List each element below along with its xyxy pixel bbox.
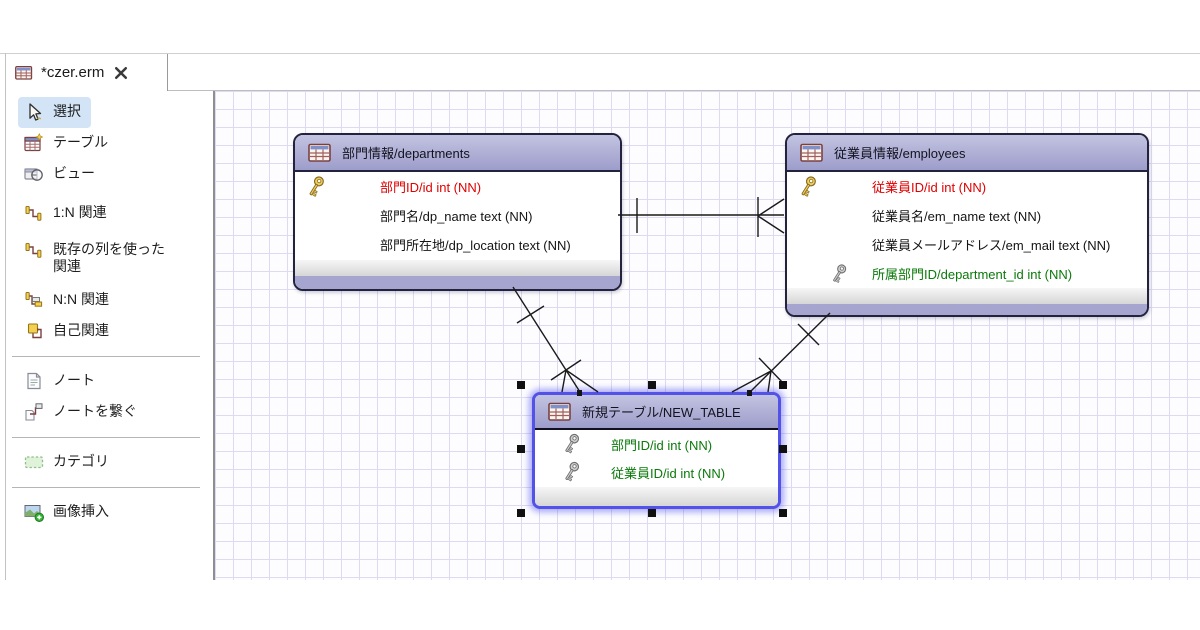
note-connect-icon xyxy=(24,402,44,422)
palette-label: 既存の列を使った関連 xyxy=(53,241,165,274)
entity-footer xyxy=(787,304,1147,315)
entity-graybar xyxy=(295,260,620,276)
column-text: 部門所在地/dp_location text (NN) xyxy=(380,238,571,253)
entity-departments[interactable]: 部門情報/departments 部門ID/id int (NN) 部門名/dp… xyxy=(293,133,622,291)
column-row[interactable]: 所属部門ID/department_id int (NN) xyxy=(787,259,1147,288)
entity-title: 新規テーブル/NEW_TABLE xyxy=(582,405,741,420)
palette-item-image-insert[interactable]: 画像挿入 xyxy=(18,497,119,528)
entity-columns: 部門ID/id int (NN) 部門名/dp_name text (NN) 部… xyxy=(295,172,620,260)
entity-footer xyxy=(295,276,620,289)
column-text: 部門名/dp_name text (NN) xyxy=(380,209,533,224)
column-row[interactable]: 部門ID/id int (NN) xyxy=(535,430,778,458)
palette-label: 画像挿入 xyxy=(53,503,109,519)
palette-label: ノート xyxy=(53,372,95,388)
palette-item-table[interactable]: テーブル xyxy=(18,128,118,159)
editor-tab[interactable]: *czer.erm xyxy=(6,54,168,91)
self-relation-icon xyxy=(24,321,44,341)
tab-title: *czer.erm xyxy=(41,64,105,81)
table-icon xyxy=(308,143,332,163)
selection-handle-nw[interactable] xyxy=(517,381,525,389)
column-row[interactable]: 従業員ID/id int (NN) xyxy=(787,172,1147,201)
palette-label: テーブル xyxy=(53,134,109,150)
window-top-border xyxy=(0,53,1200,54)
entity-title: 従業員情報/employees xyxy=(834,146,966,161)
palette-divider xyxy=(12,487,200,488)
entity-title: 部門情報/departments xyxy=(342,146,470,161)
palette-label: ノートを繋ぐ xyxy=(53,403,137,419)
palette-item-note[interactable]: ノート xyxy=(18,366,105,397)
foreign-key-icon xyxy=(561,432,582,457)
selection-handle-s[interactable] xyxy=(648,509,656,517)
column-row[interactable]: 部門ID/id int (NN) xyxy=(295,172,620,201)
column-text: 従業員メールアドレス/em_mail text (NN) xyxy=(872,238,1111,253)
column-row[interactable]: 部門名/dp_name text (NN) xyxy=(295,201,620,230)
column-text: 部門ID/id int (NN) xyxy=(611,437,713,453)
entity-columns: 部門ID/id int (NN) 従業員ID/id int (NN) xyxy=(535,430,778,487)
selection-handle-ne[interactable] xyxy=(779,381,787,389)
tool-palette: 選択 テーブル ビュー xyxy=(6,97,206,528)
palette-item-relation-1n[interactable]: 1:N 関連 xyxy=(18,198,117,229)
selection-handle-w[interactable] xyxy=(517,445,525,453)
entity-header: 部門情報/departments xyxy=(295,135,620,172)
primary-key-icon xyxy=(797,173,819,200)
column-text: 従業員名/em_name text (NN) xyxy=(872,209,1042,224)
entity-employees[interactable]: 従業員情報/employees 従業員ID/id int (NN) 従業員名/e… xyxy=(785,133,1149,317)
window-left-border xyxy=(5,53,6,580)
palette-divider xyxy=(12,437,200,438)
column-row[interactable]: 従業員名/em_name text (NN) xyxy=(787,201,1147,230)
column-text: 従業員ID/id int (NN) xyxy=(611,465,726,481)
palette-label: ビュー xyxy=(53,165,95,181)
table-icon xyxy=(548,402,572,422)
column-row[interactable]: 部門所在地/dp_location text (NN) xyxy=(295,230,620,259)
entity-header: 従業員情報/employees xyxy=(787,135,1147,172)
palette-label: 1:N 関連 xyxy=(53,204,107,220)
entity-new-table[interactable]: 新規テーブル/NEW_TABLE 部門ID/id int (NN) xyxy=(532,392,781,509)
palette-item-relation-existing[interactable]: 既存の列を使った関連 xyxy=(18,235,183,281)
palette-label: N:N 関連 xyxy=(53,291,109,307)
entity-columns: 従業員ID/id int (NN) 従業員名/em_name text (NN)… xyxy=(787,172,1147,288)
selection-handle-se[interactable] xyxy=(779,509,787,517)
palette-item-view[interactable]: ビュー xyxy=(18,159,105,190)
primary-key-icon xyxy=(305,173,327,200)
new-table-icon xyxy=(24,132,44,153)
tabrow-bottom-border xyxy=(5,90,1200,91)
entity-header: 新規テーブル/NEW_TABLE xyxy=(535,395,778,430)
palette-item-note-connect[interactable]: ノートを繋ぐ xyxy=(18,397,147,428)
relation-nn-icon xyxy=(24,290,44,310)
table-icon xyxy=(800,143,824,163)
column-row[interactable]: 従業員ID/id int (NN) xyxy=(535,458,778,486)
palette-item-relation-nn[interactable]: N:N 関連 xyxy=(18,285,119,316)
category-icon xyxy=(24,452,44,472)
image-insert-icon xyxy=(24,502,44,522)
erm-file-icon xyxy=(15,65,33,81)
palette-label: 自己関連 xyxy=(53,322,109,338)
palette-label: 選択 xyxy=(53,103,81,119)
cursor-icon xyxy=(24,102,44,122)
entity-graybar xyxy=(787,288,1147,304)
column-text: 所属部門ID/department_id int (NN) xyxy=(872,267,1073,282)
foreign-key-icon xyxy=(829,262,849,286)
selection-handle-e[interactable] xyxy=(779,445,787,453)
palette-item-select[interactable]: 選択 xyxy=(18,97,91,128)
selection-handle-sw[interactable] xyxy=(517,509,525,517)
relation-1n-icon xyxy=(24,203,44,223)
palette-item-self-relation[interactable]: 自己関連 xyxy=(18,316,119,347)
column-text: 従業員ID/id int (NN) xyxy=(872,180,987,195)
selection-handle-n[interactable] xyxy=(648,381,656,389)
note-icon xyxy=(24,371,44,391)
column-row[interactable]: 従業員メールアドレス/em_mail text (NN) xyxy=(787,230,1147,259)
palette-divider xyxy=(12,356,200,357)
tab-close-icon[interactable] xyxy=(114,66,128,80)
entity-graybar xyxy=(535,487,778,506)
column-text: 部門ID/id int (NN) xyxy=(380,180,482,195)
view-icon xyxy=(24,164,44,184)
palette-label: カテゴリ xyxy=(53,453,109,469)
foreign-key-icon xyxy=(561,460,582,485)
palette-item-category[interactable]: カテゴリ xyxy=(18,447,119,478)
relation-existing-icon xyxy=(24,240,44,260)
